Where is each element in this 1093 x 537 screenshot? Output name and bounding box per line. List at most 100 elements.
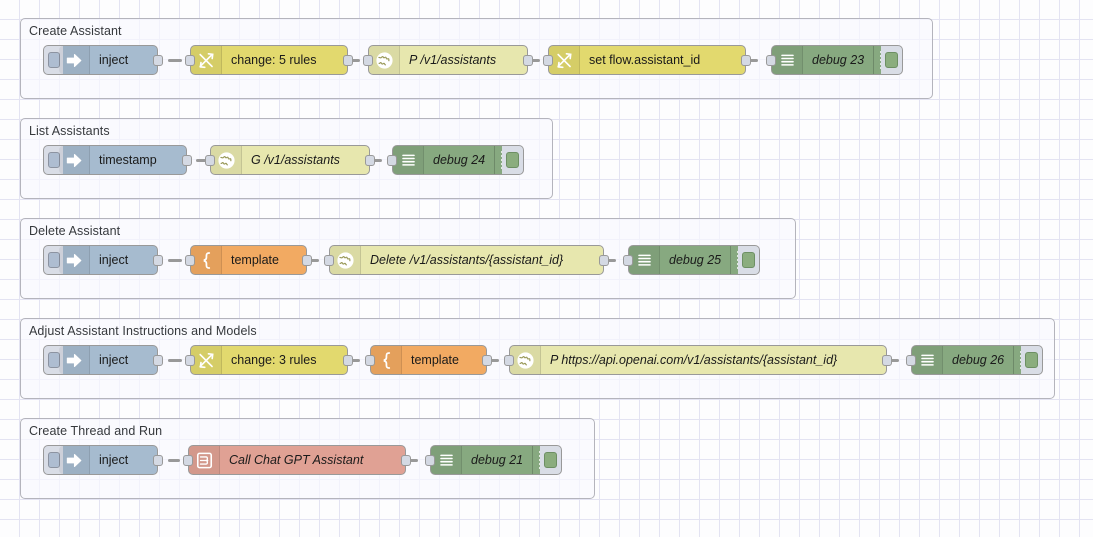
- input-port[interactable]: [766, 55, 776, 66]
- wire[interactable]: [602, 259, 616, 262]
- group-title: Adjust Assistant Instructions and Models: [29, 324, 257, 338]
- input-port[interactable]: [185, 255, 195, 266]
- node-change-n14[interactable]: change: 3 rules: [185, 345, 353, 375]
- debug-toggle-button[interactable]: [738, 245, 760, 275]
- wire[interactable]: [526, 59, 540, 62]
- node-http-n3[interactable]: P /v1/assistants: [363, 45, 533, 75]
- input-port[interactable]: [387, 155, 397, 166]
- group-title: Create Thread and Run: [29, 424, 163, 438]
- output-port[interactable]: [153, 55, 163, 66]
- debug-lines-icon: [431, 446, 462, 474]
- inject-button-glyph: [47, 352, 60, 368]
- node-inject-n6[interactable]: timestamp: [43, 145, 192, 175]
- node-inject-n9[interactable]: inject: [43, 245, 163, 275]
- input-port[interactable]: [183, 455, 193, 466]
- shuffle-icon: [549, 46, 580, 74]
- output-port[interactable]: [882, 355, 892, 366]
- inject-button-glyph: [47, 452, 60, 468]
- wire[interactable]: [168, 259, 182, 262]
- input-port[interactable]: [324, 255, 334, 266]
- output-port[interactable]: [523, 55, 533, 66]
- shuffle-icon: [191, 346, 222, 374]
- debug-toggle-button[interactable]: [1021, 345, 1043, 375]
- wire[interactable]: [404, 459, 418, 462]
- wire[interactable]: [168, 59, 182, 62]
- wire[interactable]: [885, 359, 899, 362]
- output-port[interactable]: [302, 255, 312, 266]
- input-port[interactable]: [906, 355, 916, 366]
- node-label: debug 25: [669, 253, 722, 267]
- output-port[interactable]: [182, 155, 192, 166]
- node-label: Delete /v1/assistants/{assistant_id}: [370, 253, 564, 267]
- node-debug-n12[interactable]: debug 25: [623, 245, 760, 275]
- globe-icon: [510, 346, 541, 374]
- wire[interactable]: [346, 359, 360, 362]
- chatgpt-function-icon: [189, 446, 220, 474]
- wire[interactable]: [168, 359, 182, 362]
- node-http-n16[interactable]: P https://api.openai.com/v1/assistants/{…: [504, 345, 892, 375]
- inject-button-glyph: [47, 152, 60, 168]
- debug-toggle-glyph: [1025, 352, 1038, 368]
- node-debug-n8[interactable]: debug 24: [387, 145, 524, 175]
- input-port[interactable]: [543, 55, 553, 66]
- input-port[interactable]: [205, 155, 215, 166]
- input-port[interactable]: [185, 355, 195, 366]
- wire[interactable]: [305, 259, 319, 262]
- wire[interactable]: [485, 359, 499, 362]
- node-label: G /v1/assistants: [251, 153, 340, 167]
- output-port[interactable]: [741, 55, 751, 66]
- input-port[interactable]: [623, 255, 633, 266]
- wire[interactable]: [744, 59, 758, 62]
- node-gpt-n19[interactable]: Call Chat GPT Assistant: [183, 445, 411, 475]
- node-http-n7[interactable]: G /v1/assistants: [205, 145, 375, 175]
- node-inject-n13[interactable]: inject: [43, 345, 163, 375]
- globe-icon: [369, 46, 400, 74]
- node-label: template: [231, 253, 279, 267]
- output-port[interactable]: [153, 355, 163, 366]
- node-label: P https://api.openai.com/v1/assistants/{…: [550, 353, 838, 367]
- inject-trigger-button[interactable]: [43, 45, 63, 75]
- debug-toggle-button[interactable]: [881, 45, 903, 75]
- globe-icon: [330, 246, 361, 274]
- output-port[interactable]: [153, 255, 163, 266]
- wire[interactable]: [196, 159, 210, 162]
- wire[interactable]: [346, 59, 360, 62]
- node-change-n4[interactable]: set flow.assistant_id: [543, 45, 751, 75]
- output-port[interactable]: [343, 355, 353, 366]
- inject-trigger-button[interactable]: [43, 345, 63, 375]
- debug-toggle-button[interactable]: [502, 145, 524, 175]
- input-port[interactable]: [363, 55, 373, 66]
- node-template-n10[interactable]: template: [185, 245, 312, 275]
- output-port[interactable]: [365, 155, 375, 166]
- output-port[interactable]: [599, 255, 609, 266]
- inject-trigger-button[interactable]: [43, 245, 63, 275]
- output-port[interactable]: [153, 455, 163, 466]
- globe-icon: [211, 146, 242, 174]
- output-port[interactable]: [401, 455, 411, 466]
- inject-trigger-button[interactable]: [43, 445, 63, 475]
- node-label: debug 26: [952, 353, 1005, 367]
- node-inject-n1[interactable]: inject: [43, 45, 163, 75]
- input-port[interactable]: [365, 355, 375, 366]
- input-port[interactable]: [185, 55, 195, 66]
- node-label: inject: [99, 53, 129, 67]
- node-debug-n5[interactable]: debug 23: [766, 45, 903, 75]
- node-debug-n17[interactable]: debug 26: [906, 345, 1043, 375]
- node-http-n11[interactable]: Delete /v1/assistants/{assistant_id}: [324, 245, 609, 275]
- debug-lines-icon: [393, 146, 424, 174]
- inject-button-glyph: [47, 252, 60, 268]
- node-debug-n20[interactable]: debug 21: [425, 445, 562, 475]
- wire[interactable]: [368, 159, 382, 162]
- inject-trigger-button[interactable]: [43, 145, 63, 175]
- wire[interactable]: [168, 459, 180, 462]
- input-port[interactable]: [504, 355, 514, 366]
- debug-toggle-button[interactable]: [540, 445, 562, 475]
- node-gpt-inject-n18[interactable]: inject: [43, 445, 163, 475]
- input-port[interactable]: [425, 455, 435, 466]
- output-port[interactable]: [343, 55, 353, 66]
- node-label: set flow.assistant_id: [589, 53, 701, 67]
- node-template-n15[interactable]: template: [365, 345, 492, 375]
- output-port[interactable]: [482, 355, 492, 366]
- node-change-n2[interactable]: change: 5 rules: [185, 45, 353, 75]
